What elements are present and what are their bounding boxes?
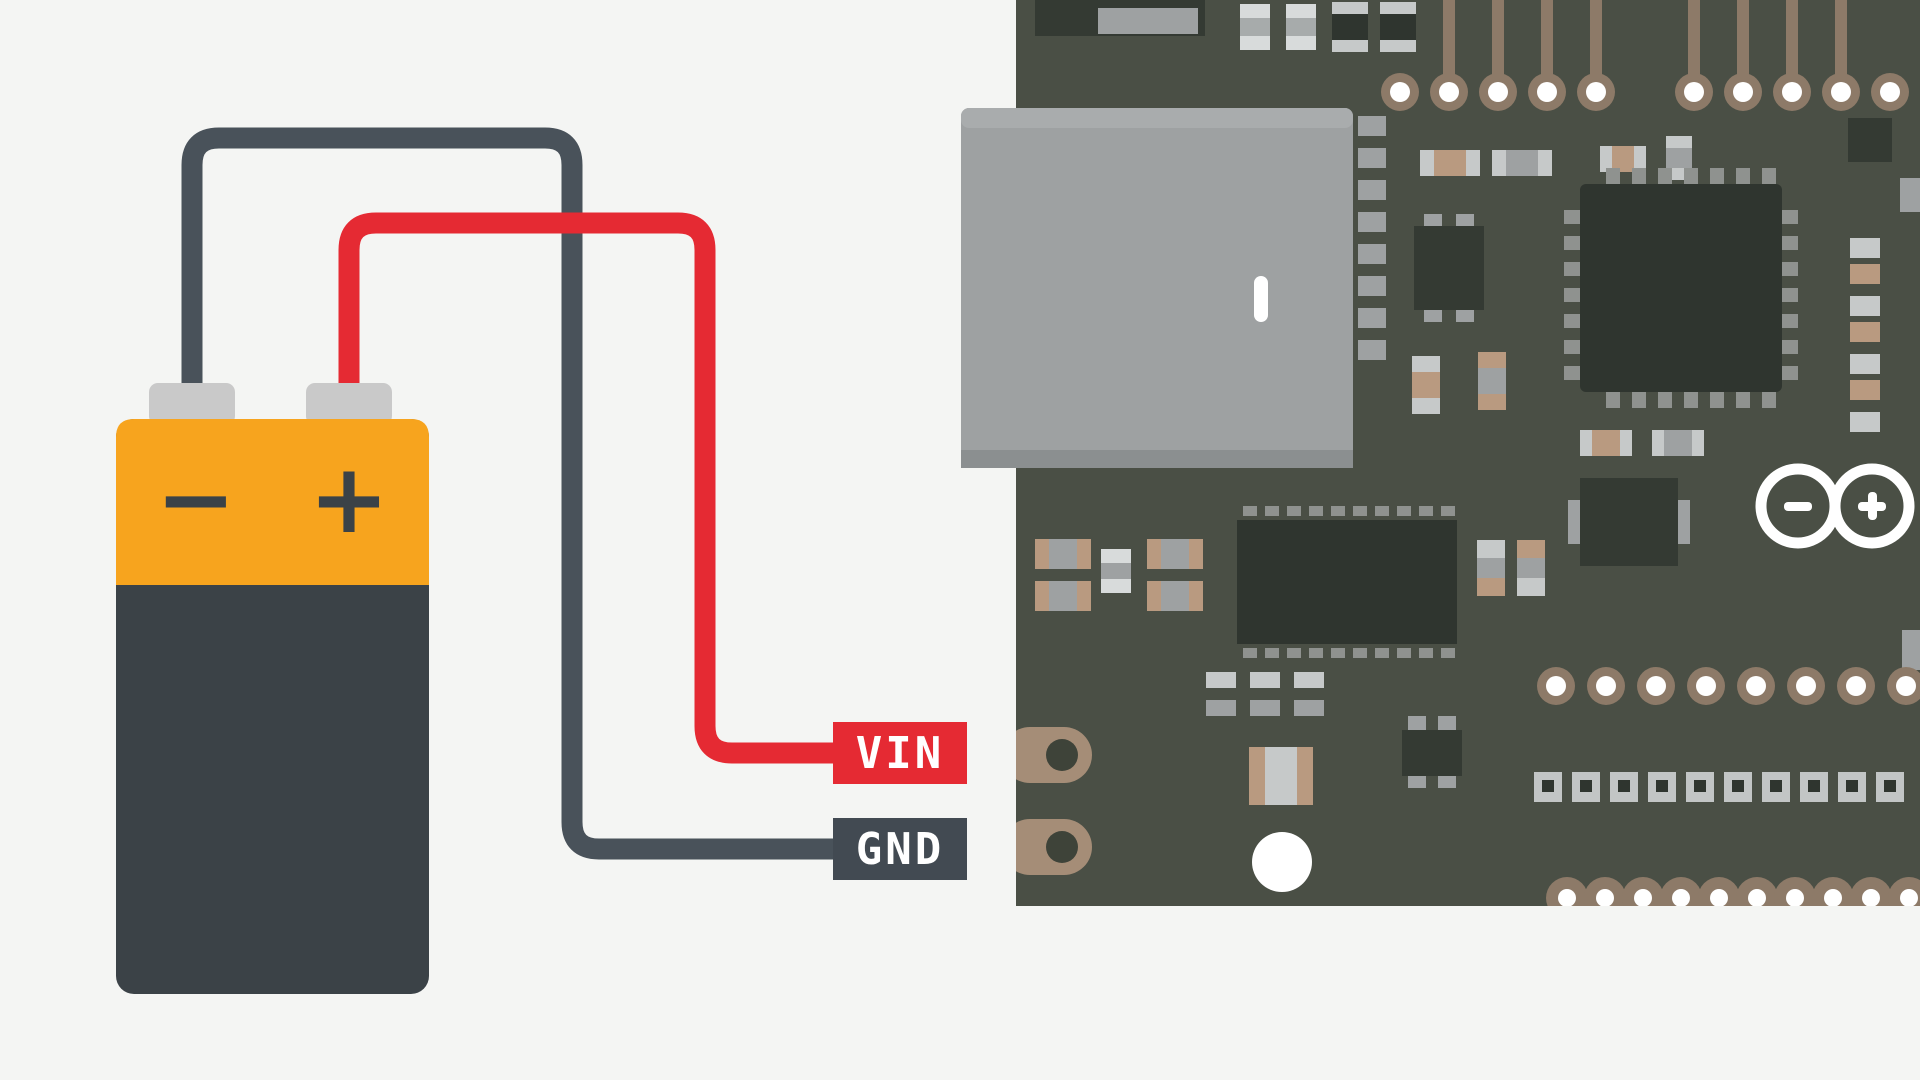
bottom-edge-holes	[1546, 877, 1920, 906]
logo-minus-glyph	[1784, 502, 1812, 511]
battery	[116, 383, 429, 994]
small-pad-pairs	[1206, 672, 1324, 716]
gnd-pad	[1016, 819, 1092, 875]
board-components	[1016, 0, 1920, 906]
battery-plus-symbol: +	[308, 443, 390, 556]
battery-minus-symbol: −	[155, 443, 237, 556]
wire-positive	[338, 212, 851, 764]
top-edge-component	[1035, 0, 1205, 36]
main-ic	[1564, 168, 1798, 408]
mounting-hole	[1252, 832, 1312, 892]
right-edge-components	[1848, 118, 1920, 670]
power-capacitor	[1249, 747, 1313, 805]
mid-vertical-smds	[1477, 540, 1545, 596]
usb-side-pins	[1358, 116, 1386, 360]
battery-terminal-negative	[149, 383, 235, 425]
battery-top-band	[116, 419, 429, 585]
arduino-logo-icon	[1755, 463, 1915, 549]
mid-smd-cluster	[1412, 136, 1692, 414]
wire-negative	[181, 127, 851, 860]
vin-label-text: VIN	[855, 727, 945, 779]
vin-pad	[1016, 727, 1092, 783]
battery-terminal-positive	[306, 383, 392, 425]
circuit-board	[961, 0, 1920, 906]
usb-connector	[961, 108, 1353, 468]
top-copper-traces	[1443, 0, 1847, 80]
top-pad-row	[1381, 73, 1909, 111]
resistor-row	[1580, 430, 1704, 456]
gnd-label-text: GND	[855, 823, 945, 875]
regulator-sot	[1402, 716, 1462, 788]
decoupling-caps	[1035, 539, 1203, 611]
smd-cluster-top	[1240, 2, 1416, 52]
secondary-ic	[1237, 506, 1457, 658]
vin-pin-label: VIN	[833, 722, 967, 784]
gnd-pin-label: GND	[833, 818, 967, 880]
usb-slot	[1254, 276, 1268, 322]
edge-connector-pads	[1534, 772, 1904, 802]
crystal-component	[1568, 478, 1690, 566]
bottom-pad-row	[1537, 667, 1920, 705]
